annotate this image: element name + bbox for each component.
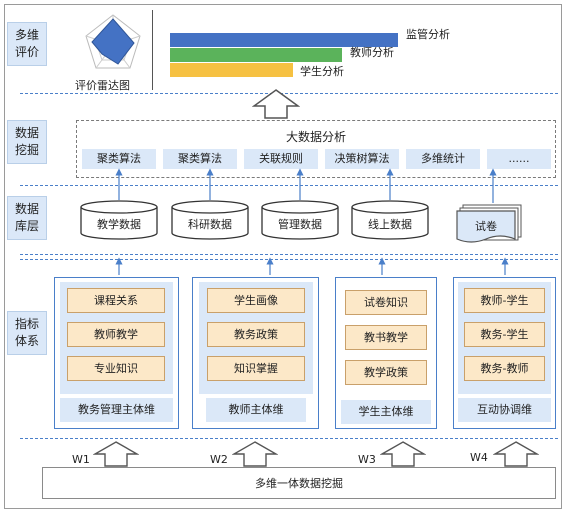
indicator-textbook-teaching: 教书教学: [345, 325, 427, 350]
indicator-academic-policy: 教务政策: [207, 322, 305, 347]
separator-4: [20, 259, 558, 260]
w3-label: W3: [358, 453, 376, 466]
database-teaching-label: 教学数据: [97, 218, 141, 231]
radar-caption: 评价雷达图: [75, 79, 130, 92]
radar-shape: [91, 18, 135, 65]
database-management-icon: [261, 200, 339, 240]
w2-up-arrow-icon: [232, 441, 278, 467]
bar-teacher: [170, 48, 342, 62]
layer-label-evaluation: 多维 评价: [7, 22, 47, 66]
layer-label-mining: 数据 挖掘: [7, 120, 47, 164]
dimension-label-interaction: 互动协调维: [458, 398, 551, 422]
layer-label-indicator: 指标 体系: [7, 311, 47, 355]
big-data-analysis-title: 大数据分析: [285, 130, 346, 144]
database-online-icon: [351, 200, 429, 240]
indicator-exam-knowledge: 试卷知识: [345, 290, 427, 315]
bar-chart-area: [152, 10, 552, 90]
bar-label-supervision: 监管分析: [406, 28, 450, 41]
w1-up-arrow-icon: [93, 441, 139, 467]
dimension-label-academic-affairs: 教务管理主体维: [60, 398, 173, 422]
dimension-label-teacher: 教师主体维: [206, 398, 306, 422]
indicator-professional-knowledge: 专业知识: [67, 356, 165, 381]
indicator-course-relations: 课程关系: [67, 288, 165, 313]
layer-label-database: 数据 库层: [7, 196, 47, 240]
algorithm-clustering-1: 聚类算法: [82, 149, 156, 169]
algorithm-association-rules: 关联规则: [244, 149, 318, 169]
separator-3: [20, 254, 558, 255]
radar-chart: [85, 14, 141, 69]
indicator-teaching-policy: 教学政策: [345, 360, 427, 385]
algorithm-multivariate-stats: 多维统计: [406, 149, 480, 169]
database-research-label: 科研数据: [188, 218, 232, 231]
w2-label: W2: [210, 453, 228, 466]
database-management-label: 管理数据: [278, 218, 322, 231]
separator-5: [20, 438, 558, 439]
big-up-arrow-icon: [252, 89, 300, 119]
w1-label: W1: [72, 453, 90, 466]
algorithm-more: ......: [487, 149, 551, 169]
bar-supervision: [170, 33, 398, 47]
exam-paper-icon: [456, 204, 522, 243]
separator-2: [20, 185, 558, 186]
w3-up-arrow-icon: [380, 441, 426, 467]
diagram-frame: [4, 4, 562, 509]
separator-1: [20, 93, 558, 94]
bar-label-teacher: 教师分析: [350, 46, 394, 59]
indicator-affairs-student: 教务-学生: [464, 322, 545, 347]
algorithm-clustering-2: 聚类算法: [163, 149, 237, 169]
w4-label: W4: [470, 451, 488, 464]
bar-label-student: 学生分析: [300, 65, 344, 78]
multi-dimensional-mining-box: 多维一体数据挖掘: [42, 467, 556, 499]
indicator-affairs-teacher: 教务-教师: [464, 356, 545, 381]
indicator-student-profile: 学生画像: [207, 288, 305, 313]
indicator-teacher-student: 教师-学生: [464, 288, 545, 313]
database-teaching-icon: [80, 200, 158, 240]
dimension-label-student: 学生主体维: [341, 400, 431, 424]
indicator-knowledge-mastery: 知识掌握: [207, 356, 305, 381]
database-research-icon: [171, 200, 249, 240]
algorithm-decision-tree: 决策树算法: [325, 149, 399, 169]
bar-student: [170, 63, 293, 77]
indicator-teacher-teaching: 教师教学: [67, 322, 165, 347]
exam-paper-label: 试卷: [475, 220, 497, 233]
w4-up-arrow-icon: [493, 441, 539, 467]
database-online-label: 线上数据: [368, 218, 412, 231]
